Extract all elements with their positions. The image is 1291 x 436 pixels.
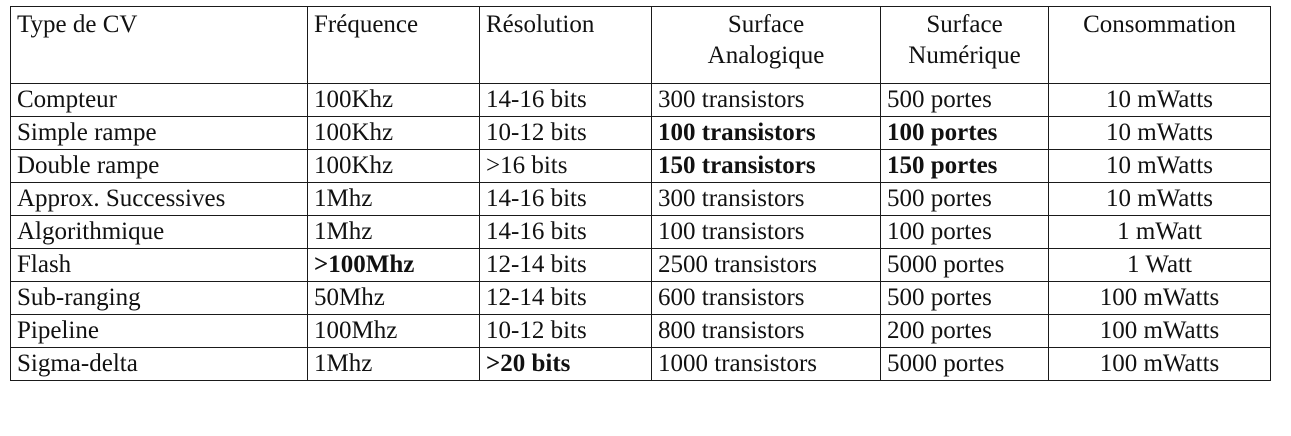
cell-consommation: 10 mWatts <box>1048 116 1271 150</box>
cell-surface-numerique: 500 portes <box>880 83 1049 117</box>
cell-surface-numerique: 5000 portes <box>880 347 1049 381</box>
cell-surface-analogique: 800 transistors <box>651 314 881 348</box>
cell-type: Approx. Successives <box>10 182 308 216</box>
cell-resolution: >20 bits <box>479 347 652 381</box>
cell-resolution: 14-16 bits <box>479 182 652 216</box>
cell-consommation: 100 mWatts <box>1048 347 1271 381</box>
cell-resolution: 10-12 bits <box>479 116 652 150</box>
cell-surface-numerique: 500 portes <box>880 182 1049 216</box>
cell-consommation: 100 mWatts <box>1048 314 1271 348</box>
cell-surface-analogique: 600 transistors <box>651 281 881 315</box>
cell-surface-analogique: 300 transistors <box>651 182 881 216</box>
cell-frequence: 100Khz <box>307 116 480 150</box>
cell-surface-numerique: 100 portes <box>880 215 1049 249</box>
cell-type: Flash <box>10 248 308 282</box>
cell-frequence: 50Mhz <box>307 281 480 315</box>
cell-type: Sigma-delta <box>10 347 308 381</box>
cell-resolution: 14-16 bits <box>479 215 652 249</box>
cell-resolution: 12-14 bits <box>479 248 652 282</box>
cell-frequence: >100Mhz <box>307 248 480 282</box>
cell-type: Algorithmique <box>10 215 308 249</box>
cell-type: Sub-ranging <box>10 281 308 315</box>
cell-frequence: 100Mhz <box>307 314 480 348</box>
cell-surface-numerique: 500 portes <box>880 281 1049 315</box>
cell-consommation: 10 mWatts <box>1048 149 1271 183</box>
cell-surface-numerique: 100 portes <box>880 116 1049 150</box>
cell-resolution: 10-12 bits <box>479 314 652 348</box>
cell-resolution: 14-16 bits <box>479 83 652 117</box>
cell-surface-analogique: 1000 transistors <box>651 347 881 381</box>
cell-surface-numerique: 200 portes <box>880 314 1049 348</box>
cell-surface-analogique: 300 transistors <box>651 83 881 117</box>
cell-surface-numerique: 150 portes <box>880 149 1049 183</box>
cell-frequence: 1Mhz <box>307 347 480 381</box>
cell-surface-analogique: 2500 transistors <box>651 248 881 282</box>
cell-surface-analogique: 100 transistors <box>651 116 881 150</box>
cell-type: Double rampe <box>10 149 308 183</box>
cell-consommation: 10 mWatts <box>1048 83 1271 117</box>
cell-resolution: 12-14 bits <box>479 281 652 315</box>
cell-consommation: 1 mWatt <box>1048 215 1271 249</box>
header-consommation: Consommation <box>1048 6 1271 84</box>
cell-frequence: 1Mhz <box>307 182 480 216</box>
header-type: Type de CV <box>10 6 308 84</box>
cell-resolution: >16 bits <box>479 149 652 183</box>
cell-consommation: 1 Watt <box>1048 248 1271 282</box>
cell-frequence: 1Mhz <box>307 215 480 249</box>
cell-consommation: 100 mWatts <box>1048 281 1271 315</box>
header-resolution: Résolution <box>479 6 652 84</box>
cell-consommation: 10 mWatts <box>1048 182 1271 216</box>
cell-type: Simple rampe <box>10 116 308 150</box>
cell-frequence: 100Khz <box>307 149 480 183</box>
cell-type: Pipeline <box>10 314 308 348</box>
cell-surface-analogique: 150 transistors <box>651 149 881 183</box>
cell-surface-numerique: 5000 portes <box>880 248 1049 282</box>
cell-surface-analogique: 100 transistors <box>651 215 881 249</box>
header-frequence: Fréquence <box>307 6 480 84</box>
cell-type: Compteur <box>10 83 308 117</box>
cell-frequence: 100Khz <box>307 83 480 117</box>
